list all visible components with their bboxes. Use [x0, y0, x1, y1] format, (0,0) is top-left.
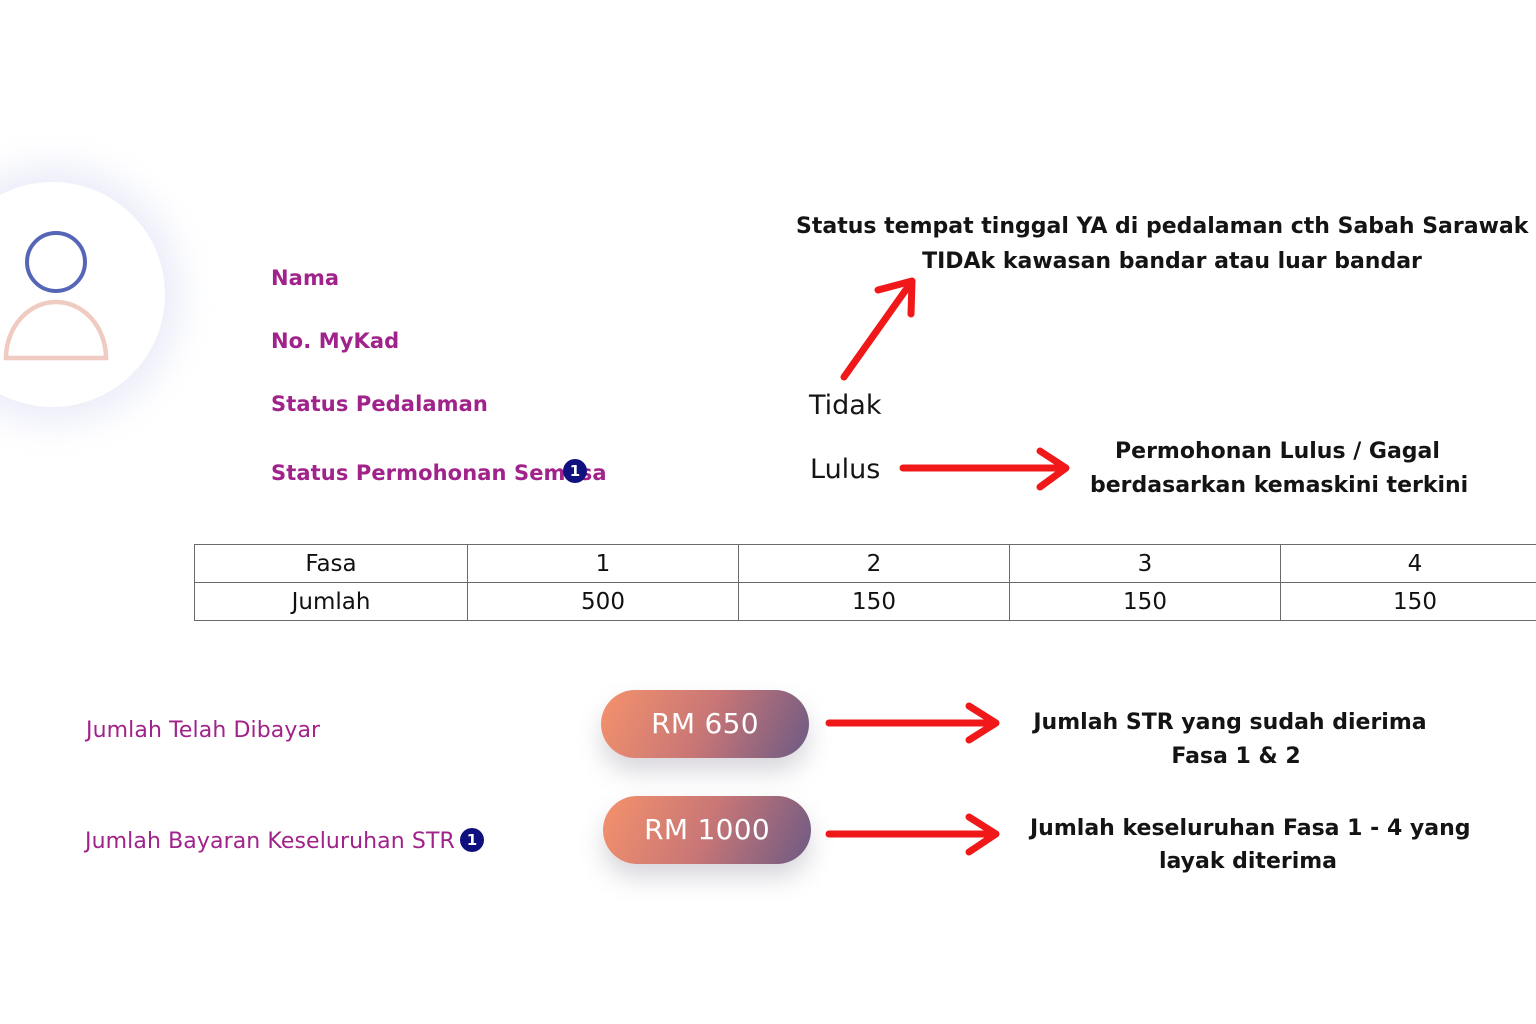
arrow-icon: [899, 447, 1070, 491]
nama-label: Nama: [271, 266, 340, 290]
pedalaman-note-line1: Status tempat tinggal YA di pedalaman ct…: [796, 214, 1536, 239]
table-cell: 1: [467, 544, 739, 583]
status-permohonan-value: Lulus: [810, 454, 881, 485]
keseluruhan-note-line1: Jumlah keseluruhan Fasa 1 - 4 yang: [1030, 816, 1471, 841]
mykad-label: No. MyKad: [271, 329, 400, 353]
fasa-table: Fasa 1 2 3 4 Jumlah 500 150 150 150: [194, 544, 1536, 621]
table-row: Fasa 1 2 3 4: [194, 544, 1536, 583]
table-header-cell: Jumlah: [194, 582, 468, 621]
dibayar-note-line1: Jumlah STR yang sudah dierima: [1033, 710, 1427, 735]
keseluruhan-note-line2: layak diterima: [1158, 849, 1338, 874]
jumlah-dibayar-pill: RM 650: [601, 690, 809, 758]
permohonan-note-line1: Permohonan Lulus / Gagal: [1115, 439, 1440, 464]
status-pedalaman-label: Status Pedalaman: [271, 392, 488, 416]
info-icon[interactable]: 1: [563, 459, 587, 483]
status-permohonan-label: Status Permohonan Semasa: [271, 461, 607, 485]
arrow-icon: [825, 813, 1000, 856]
arrow-icon: [840, 277, 916, 381]
table-cell: 4: [1280, 544, 1536, 583]
table-cell: 150: [1280, 582, 1536, 621]
status-permohonan-label-text: Status Permohonan Semasa: [271, 461, 607, 485]
pedalaman-note-line2: TIDAk kawasan bandar atau luar bandar: [922, 249, 1422, 274]
dibayar-note-line2: Fasa 1 & 2: [1171, 744, 1301, 769]
arrow-icon: [825, 702, 1000, 744]
jumlah-dibayar-label: Jumlah Telah Dibayar: [86, 718, 321, 743]
table-header-cell: Fasa: [194, 544, 468, 583]
table-cell: 3: [1009, 544, 1281, 583]
status-pedalaman-value: Tidak: [809, 390, 882, 421]
table-cell: 500: [467, 582, 739, 621]
table-row: Jumlah 500 150 150 150: [194, 582, 1536, 621]
table-cell: 2: [738, 544, 1010, 583]
jumlah-keseluruhan-label: Jumlah Bayaran Keseluruhan STR: [85, 829, 455, 854]
user-avatar-icon: [3, 231, 109, 361]
info-icon[interactable]: 1: [460, 828, 484, 852]
table-cell: 150: [738, 582, 1010, 621]
table-cell: 150: [1009, 582, 1281, 621]
permohonan-note-line2: berdasarkan kemaskini terkini: [1090, 473, 1469, 498]
jumlah-keseluruhan-pill: RM 1000: [603, 796, 811, 864]
